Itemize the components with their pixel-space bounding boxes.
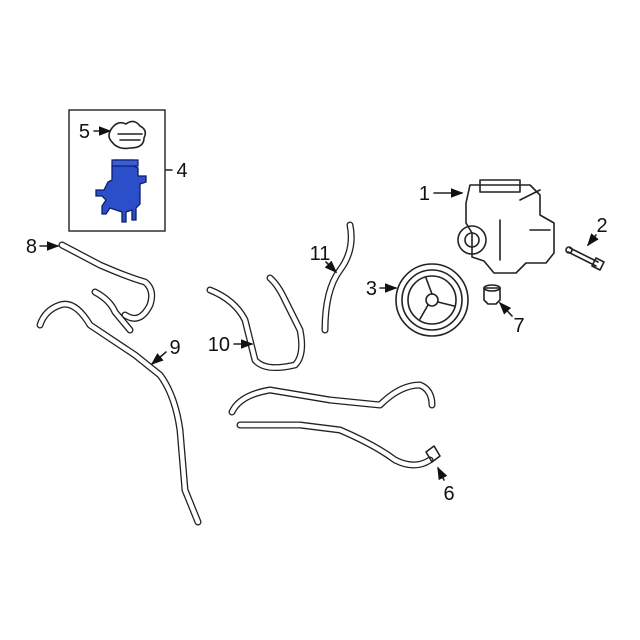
hose-6[interactable] [228,381,441,469]
callout-3: 3 [366,278,377,300]
power-steering-reservoir[interactable] [95,159,147,223]
pump-pulley[interactable] [395,263,469,337]
reservoir-cap[interactable] [108,120,147,150]
hose-9[interactable] [36,288,202,526]
callout-9: 9 [169,337,180,359]
pump-bolt[interactable] [565,246,605,271]
reservoir-kit-box [68,109,166,232]
callout-5: 5 [79,121,90,143]
hose-11[interactable] [321,221,355,334]
power-steering-pump[interactable] [457,179,555,274]
callout-1: 1 [419,183,430,205]
callout-4: 4 [176,160,187,182]
callout-2: 2 [596,215,607,237]
hose-8[interactable] [58,241,156,322]
hose-10[interactable] [206,274,306,372]
callout-6: 6 [443,483,454,505]
callout-10: 10 [208,334,230,356]
pump-fitting[interactable] [483,284,501,305]
callout-7: 7 [513,315,524,337]
callout-11: 11 [310,243,331,265]
callout-8: 8 [26,236,37,258]
